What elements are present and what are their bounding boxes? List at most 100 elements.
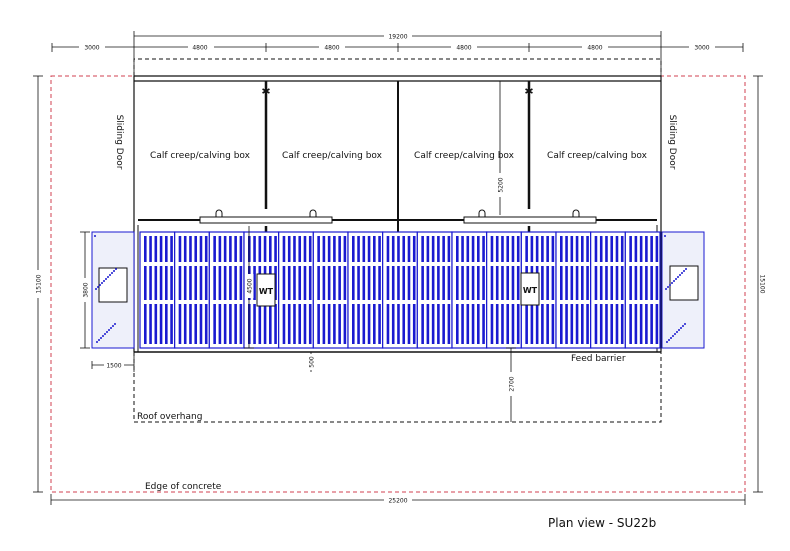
- slat-slot: [333, 304, 336, 344]
- slat-slot: [490, 266, 494, 300]
- concrete-speckle: [679, 274, 681, 276]
- dim-total-depth-right: 15100: [759, 274, 766, 293]
- slat-slot: [144, 304, 147, 344]
- slat-slot: [530, 304, 534, 344]
- slat-slot: [541, 266, 544, 300]
- concrete-speckle: [678, 329, 680, 331]
- slat-slot: [495, 304, 499, 344]
- slat-slot: [610, 304, 614, 344]
- sliding-door-label: Sliding Door: [114, 115, 124, 170]
- slat-slot: [570, 236, 574, 262]
- concrete-speckle: [673, 280, 675, 282]
- slat-slot: [461, 236, 464, 262]
- slat-slot: [159, 236, 163, 262]
- concrete-speckle: [674, 333, 676, 335]
- concrete-speckle: [666, 341, 668, 343]
- slat-slot: [287, 266, 291, 300]
- slat-slot: [258, 304, 262, 344]
- slat-slot: [471, 266, 475, 300]
- slat-slot: [426, 304, 430, 344]
- concrete-speckle: [105, 278, 107, 280]
- drawing-title: Plan view - SU22b: [548, 516, 656, 530]
- slat-slot: [159, 304, 163, 344]
- dim-total-width: 25200: [388, 498, 407, 505]
- slat-slot: [466, 304, 470, 344]
- slat-slot: [269, 236, 272, 262]
- slat-slot: [426, 266, 430, 300]
- slat-slot: [397, 236, 400, 262]
- slat-slot: [605, 236, 608, 262]
- drain-left: [98, 267, 128, 303]
- slat-slot: [367, 266, 371, 300]
- slat-slot: [471, 304, 475, 344]
- box-label: Calf creep/calving box: [414, 151, 515, 161]
- slat-slot: [293, 236, 296, 262]
- slat-slot: [501, 236, 504, 262]
- slat-slot: [149, 266, 152, 300]
- slat-slot: [144, 236, 147, 262]
- slat-slot: [338, 236, 341, 262]
- slat-slot: [229, 236, 232, 262]
- slat-slot: [412, 304, 416, 344]
- sliding-gate-left: [199, 216, 333, 224]
- slat-slot: [431, 304, 435, 344]
- roof-overhang-outline: [133, 352, 662, 423]
- slat-slot: [605, 266, 608, 300]
- slat-slot: [274, 304, 277, 344]
- slat-slot: [456, 266, 459, 300]
- roof-outline-top: [133, 58, 662, 76]
- slat-slot: [516, 236, 520, 262]
- concrete-speckle: [100, 337, 102, 339]
- slat-slot: [575, 236, 579, 262]
- slat-slot: [183, 304, 187, 344]
- slat-slot: [223, 304, 227, 344]
- slat-slot: [154, 304, 158, 344]
- slat-slot: [362, 304, 366, 344]
- slat-slot: [373, 304, 376, 344]
- slat-slot: [407, 266, 411, 300]
- slat-slot: [362, 266, 366, 300]
- slat-slot: [274, 266, 277, 300]
- sliding-door-label: Sliding Door: [667, 115, 677, 170]
- slat-slot: [575, 304, 579, 344]
- slat-slot: [357, 266, 360, 300]
- slat-slot: [594, 266, 598, 300]
- slat-slot: [357, 236, 360, 262]
- slat-slot: [239, 304, 243, 344]
- slat-slot: [213, 304, 216, 344]
- slat-slot: [199, 266, 203, 300]
- slat-slot: [594, 304, 598, 344]
- slat-slot: [407, 304, 411, 344]
- concrete-speckle: [675, 278, 677, 280]
- slat-slot: [495, 236, 499, 262]
- slat-slot: [189, 236, 192, 262]
- slat-slot: [461, 304, 464, 344]
- concrete-speckle: [97, 286, 99, 288]
- roof-overhang-label: Roof overhang: [137, 412, 202, 422]
- slat-slot: [317, 236, 320, 262]
- slat-slot: [170, 236, 173, 262]
- concrete-speckle: [676, 331, 678, 333]
- slat-slot: [357, 304, 360, 344]
- slat-slot: [213, 266, 216, 300]
- slat-slot: [447, 266, 451, 300]
- slat-slot: [516, 304, 520, 344]
- slat-slot: [639, 266, 643, 300]
- slat-slot: [218, 304, 222, 344]
- slat-slot: [482, 304, 485, 344]
- slat-slot: [282, 236, 286, 262]
- slat-slot: [352, 304, 355, 344]
- slat-slot: [482, 266, 485, 300]
- slat-slot: [223, 266, 227, 300]
- slat-slot: [546, 304, 549, 344]
- slat-slot: [303, 304, 307, 344]
- concrete-speckle: [668, 339, 670, 341]
- slat-slot: [282, 266, 286, 300]
- concrete-speckle: [96, 341, 98, 343]
- slat-slot: [456, 236, 459, 262]
- hinge-icon: ✱: [524, 85, 533, 98]
- sliding-gate-right: [463, 216, 597, 224]
- slat-slot: [477, 304, 480, 344]
- slat-slot: [263, 304, 267, 344]
